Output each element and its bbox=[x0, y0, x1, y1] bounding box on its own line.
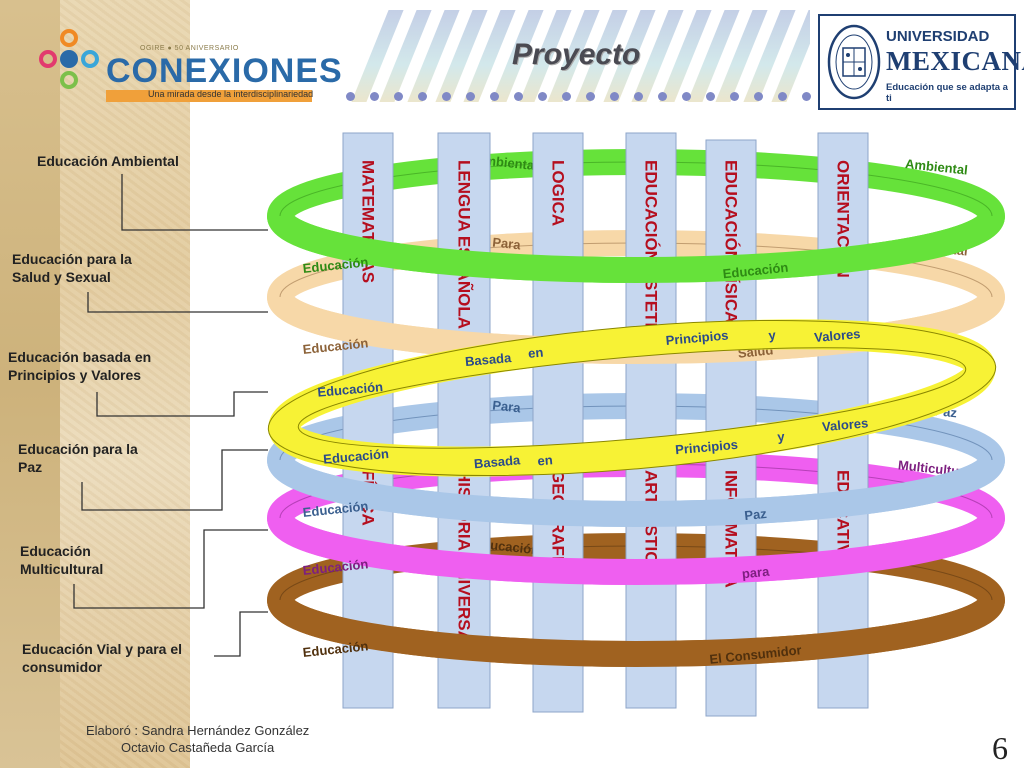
ring-0-word-2: Educación bbox=[722, 260, 789, 282]
subject-top-2: LOGICA bbox=[549, 160, 568, 226]
page-title: Proyecto bbox=[512, 38, 641, 71]
ring-0-word-3: Ambiental bbox=[904, 156, 968, 177]
subject-top-3: EDUCACIÓN ESTETICA bbox=[642, 160, 661, 352]
ring-2-word-1: Para bbox=[492, 398, 522, 416]
connector-0 bbox=[121, 174, 268, 231]
yellow-bottom-word-3: Principios bbox=[675, 437, 739, 457]
yellow-top-word-2: en bbox=[527, 345, 543, 361]
subject-column-1 bbox=[437, 132, 491, 709]
ring-3-word-0: Educación bbox=[302, 556, 369, 578]
yellow-bottom-word-1: Basada bbox=[473, 452, 521, 471]
axis-label-salud: Educación para la Salud y Sexual bbox=[12, 251, 132, 285]
parchment-band bbox=[0, 0, 60, 768]
conexiones-tagline-bar bbox=[106, 90, 312, 102]
conexiones-wordmark: CONEXIONES bbox=[106, 52, 343, 90]
ring-4-word-0: Educación bbox=[302, 638, 369, 660]
axis-label-ambiental: Educación Ambiental bbox=[37, 153, 179, 169]
yellow-ring-outer-edge bbox=[267, 319, 997, 477]
ring-1-word-1: Para bbox=[492, 235, 522, 253]
yellow-bottom-word-4: y bbox=[777, 429, 786, 445]
university-line2: MEXICANA bbox=[886, 46, 1024, 76]
yellow-bottom-word-2: en bbox=[537, 452, 553, 468]
conexiones-topline: OGIRE ● 50 ANIVERSARIO bbox=[140, 45, 239, 52]
connector-lines-layer bbox=[73, 174, 268, 657]
ring-3-front-arc bbox=[267, 515, 1005, 585]
yellow-bottom-word-0: Educación bbox=[323, 446, 390, 467]
subject-column-0 bbox=[342, 132, 394, 709]
subject-column-3 bbox=[625, 132, 677, 709]
university-line1: UNIVERSIDAD bbox=[886, 28, 990, 45]
ring-3-word-2: para bbox=[741, 564, 771, 582]
ring-2-word-0: Educación bbox=[302, 498, 369, 520]
university-tagline: Educación que se adapta a ti bbox=[886, 82, 1008, 104]
connector-4 bbox=[73, 529, 268, 609]
axis-label-vial: Educación Vial y para el consumidor bbox=[22, 641, 183, 675]
ring-1-word-0: Educación bbox=[302, 335, 369, 357]
connector-5 bbox=[214, 611, 268, 657]
yellow-top-word-0: Educación bbox=[317, 379, 384, 400]
ring-0-word-0: Educación bbox=[302, 254, 369, 276]
yellow-top-word-1: Basada bbox=[464, 350, 512, 369]
yellow-ring-band bbox=[268, 319, 996, 477]
axis-label-paz: Educación para la Paz bbox=[18, 441, 138, 475]
footer-credits: Elaboró : Sandra Hernández González Octa… bbox=[86, 722, 309, 756]
yellow-top-word-5: Valores bbox=[814, 326, 861, 345]
footer-line1: Elaboró : Sandra Hernández González bbox=[86, 723, 310, 738]
axis-label-valores: Educación basada en Principios y Valores bbox=[8, 349, 152, 383]
subject-column-2 bbox=[532, 132, 584, 713]
yellow-top-word-3: Principios bbox=[665, 328, 729, 348]
conexiones-tagline: Una mirada desde la interdisciplinarieda… bbox=[148, 89, 314, 99]
conexiones-logo: OGIRE ● 50 ANIVERSARIO CONEXIONES Una mi… bbox=[30, 18, 342, 110]
yellow-top-word-4: y bbox=[768, 327, 777, 343]
ring-4-front-arc bbox=[267, 597, 1005, 667]
connector-2 bbox=[96, 391, 268, 417]
conexiones-ring-icon bbox=[39, 29, 99, 89]
connector-1 bbox=[87, 292, 268, 313]
axis-label-multicultural: Educación Multicultural bbox=[20, 543, 104, 577]
footer-line2: Octavio Castañeda García bbox=[121, 740, 275, 755]
universidad-mexicana-logo: UNIVERSIDAD MEXICANA Educación que se ad… bbox=[818, 14, 1024, 110]
yellow-ring-inner-edge bbox=[297, 347, 967, 449]
subject-top-4: EDUCACIÓN FÍSICA bbox=[722, 160, 741, 323]
ring-0-front-arc bbox=[267, 213, 1005, 283]
yellow-bottom-word-5: Valores bbox=[821, 415, 868, 434]
university-seal-icon bbox=[827, 24, 881, 100]
ring-2-front-arc bbox=[267, 457, 1005, 527]
page-number: 6 bbox=[992, 730, 1008, 766]
connector-3 bbox=[81, 449, 268, 511]
ring-2-word-2: Paz bbox=[744, 506, 768, 523]
subject-top-1: LENGUA ESPAÑOLA bbox=[455, 160, 475, 329]
